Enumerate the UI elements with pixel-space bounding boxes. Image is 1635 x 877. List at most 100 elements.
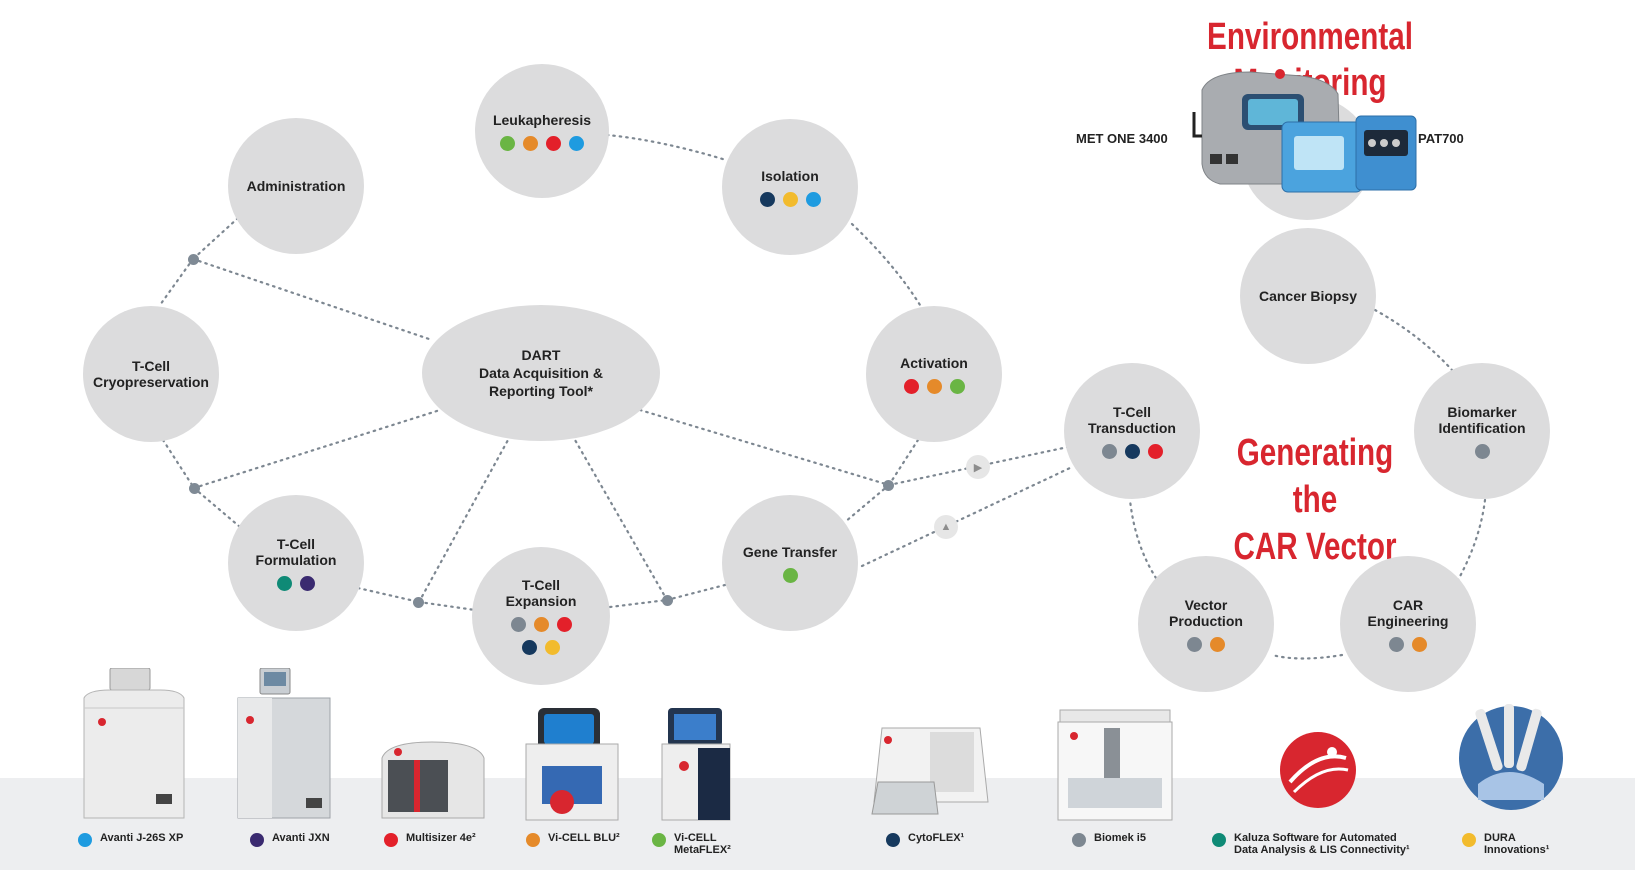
- legend-dot: [1462, 833, 1476, 847]
- biomek-i5-image: [1057, 709, 1173, 821]
- instrument-dot-orange: [1412, 636, 1427, 652]
- legend-dot: [78, 833, 92, 847]
- biomarker-label: Biomarker Identification: [1438, 403, 1526, 436]
- instrument-dot-orange: [1210, 636, 1225, 652]
- link-cryo-junction2: [161, 438, 196, 490]
- biomarker-node: Biomarker Identification: [1414, 363, 1550, 499]
- car-vector-heading: Generating the CAR Vector: [1233, 432, 1397, 568]
- instrument-dot-blue: [805, 191, 821, 207]
- junction-dot: [662, 595, 673, 606]
- legend-label: Biomek i5: [1094, 832, 1146, 844]
- legend-label: Avanti JXN: [272, 832, 330, 844]
- legend-dot: [250, 833, 264, 847]
- administration-node: Administration: [228, 118, 364, 254]
- instrument-dot-orange: [926, 378, 942, 394]
- instrument-dot-yellow: [545, 640, 560, 655]
- instrument-dot-gray: [1389, 636, 1404, 652]
- link-expansion-junction4: [608, 598, 669, 609]
- instrument-dot-yellow: [782, 191, 798, 207]
- administration-label: Administration: [246, 178, 346, 194]
- transduction-node: T-Cell Transduction: [1064, 363, 1200, 499]
- vi-cell-blu-image: [525, 708, 619, 821]
- formulation-node: T-Cell Formulation: [228, 495, 364, 631]
- link-admin-junction: [191, 216, 240, 261]
- junction-dot: [189, 483, 200, 494]
- link-cancer-biomarker: [1373, 308, 1454, 372]
- link-dart-junction5: [638, 408, 891, 487]
- met-one-3400-instrument-image: [1192, 69, 1417, 193]
- instrument-dot-orange: [533, 617, 549, 632]
- leukapheresis-label: Leukapheresis: [492, 111, 592, 128]
- gene-transfer-node: Gene Transfer: [722, 495, 858, 631]
- legend-item-avanti-j26s-xp: Avanti J-26S XP: [78, 832, 183, 847]
- link-vector-transduction: [1128, 498, 1158, 580]
- expansion-label: T-Cell Expansion: [505, 577, 577, 609]
- legend-label: Kaluza Software for Automated Data Analy…: [1234, 832, 1410, 856]
- arrow-up-icon: ▲: [934, 515, 958, 539]
- vector-production-label: Vector Production: [1169, 596, 1243, 629]
- dart-node: DART Data Acquisition & Reporting Tool*: [422, 305, 660, 441]
- dart-label: DART Data Acquisition & Reporting Tool*: [479, 347, 603, 399]
- instrument-dot-gray: [1474, 443, 1490, 459]
- legend-dot: [1072, 833, 1086, 847]
- instrument-dot-red: [903, 378, 919, 394]
- instrument-dot-teal: [277, 575, 292, 591]
- legend-label: Avanti J-26S XP: [100, 832, 184, 844]
- isolation-label: Isolation: [761, 167, 819, 184]
- link-junction5-gene: [843, 483, 891, 524]
- legend-item-multisizer-4e: Multisizer 4e²: [384, 832, 476, 847]
- instrument-dot-navy: [759, 191, 775, 207]
- instrument-dot-navy: [1124, 443, 1140, 459]
- vi-cell-metaflex-image: [661, 708, 731, 821]
- multisizer-4e-image: [381, 741, 485, 819]
- legend-label: Multisizer 4e²: [406, 832, 476, 844]
- instrument-dot-gray: [1187, 636, 1202, 652]
- legend-label: DURA Innovations¹: [1484, 832, 1550, 856]
- instrument-dot-red: [546, 135, 561, 151]
- activation-node: Activation: [866, 306, 1002, 442]
- legend-item-vi-cell-metaflex: Vi-CELL MetaFLEX²: [652, 832, 731, 856]
- link-junction4-dart: [573, 438, 669, 602]
- car-engineering-node: CAR Engineering: [1340, 556, 1476, 692]
- instrument-dot-gray: [1101, 443, 1117, 459]
- cytoflex-image: [871, 727, 989, 815]
- link-gene-transduction: [860, 466, 1072, 568]
- instrument-dot-orange: [523, 135, 538, 151]
- cryopreservation-label: T-Cell Cryopreservation: [93, 358, 209, 390]
- formulation-label: T-Cell Formulation: [255, 535, 337, 568]
- link-activation-junction5: [887, 438, 920, 487]
- link-junction2-dart: [192, 408, 442, 490]
- kaluza-software-logo: [1280, 732, 1356, 808]
- legend-item-avanti-jxn: Avanti JXN: [250, 832, 330, 847]
- link-car-vector: [1270, 653, 1344, 660]
- instrument-dot-gray: [510, 617, 526, 632]
- legend-label: Vi-CELL BLU²: [548, 832, 620, 844]
- legend-dot: [384, 833, 398, 847]
- link-junction2-formulation: [192, 486, 242, 529]
- instrument-dot-green: [949, 378, 965, 394]
- gene-transfer-label: Gene Transfer: [742, 543, 838, 560]
- legend-label: Vi-CELL MetaFLEX²: [674, 832, 731, 856]
- junction-dot: [883, 480, 894, 491]
- activation-label: Activation: [900, 354, 968, 371]
- isolation-node: Isolation: [722, 119, 858, 255]
- link-junction3-dart: [417, 438, 510, 604]
- legend-dot: [886, 833, 900, 847]
- link-junction4-gene: [665, 583, 727, 602]
- legend-item-dura: DURA Innovations¹: [1462, 832, 1549, 856]
- vector-production-node: Vector Production: [1138, 556, 1274, 692]
- legend-label: CytoFLEX¹: [908, 832, 965, 844]
- instrument-dot-green: [500, 135, 515, 151]
- link-junction3-expansion: [417, 600, 477, 612]
- instrument-dot-blue: [569, 135, 584, 151]
- car-engineering-label: CAR Engineering: [1367, 596, 1449, 629]
- link-leuka-isolation: [605, 133, 728, 162]
- instrument-dot-green: [782, 567, 798, 583]
- instrument-dot-red: [1147, 443, 1163, 459]
- cancer-biopsy-node: Cancer Biopsy: [1240, 228, 1376, 364]
- instrument-dot-purple: [300, 575, 315, 591]
- instrument-dot-red: [556, 617, 572, 632]
- link-biomarker-car: [1456, 498, 1487, 582]
- legend-item-cytoflex: CytoFLEX¹: [886, 832, 964, 847]
- legend-dot: [1212, 833, 1226, 847]
